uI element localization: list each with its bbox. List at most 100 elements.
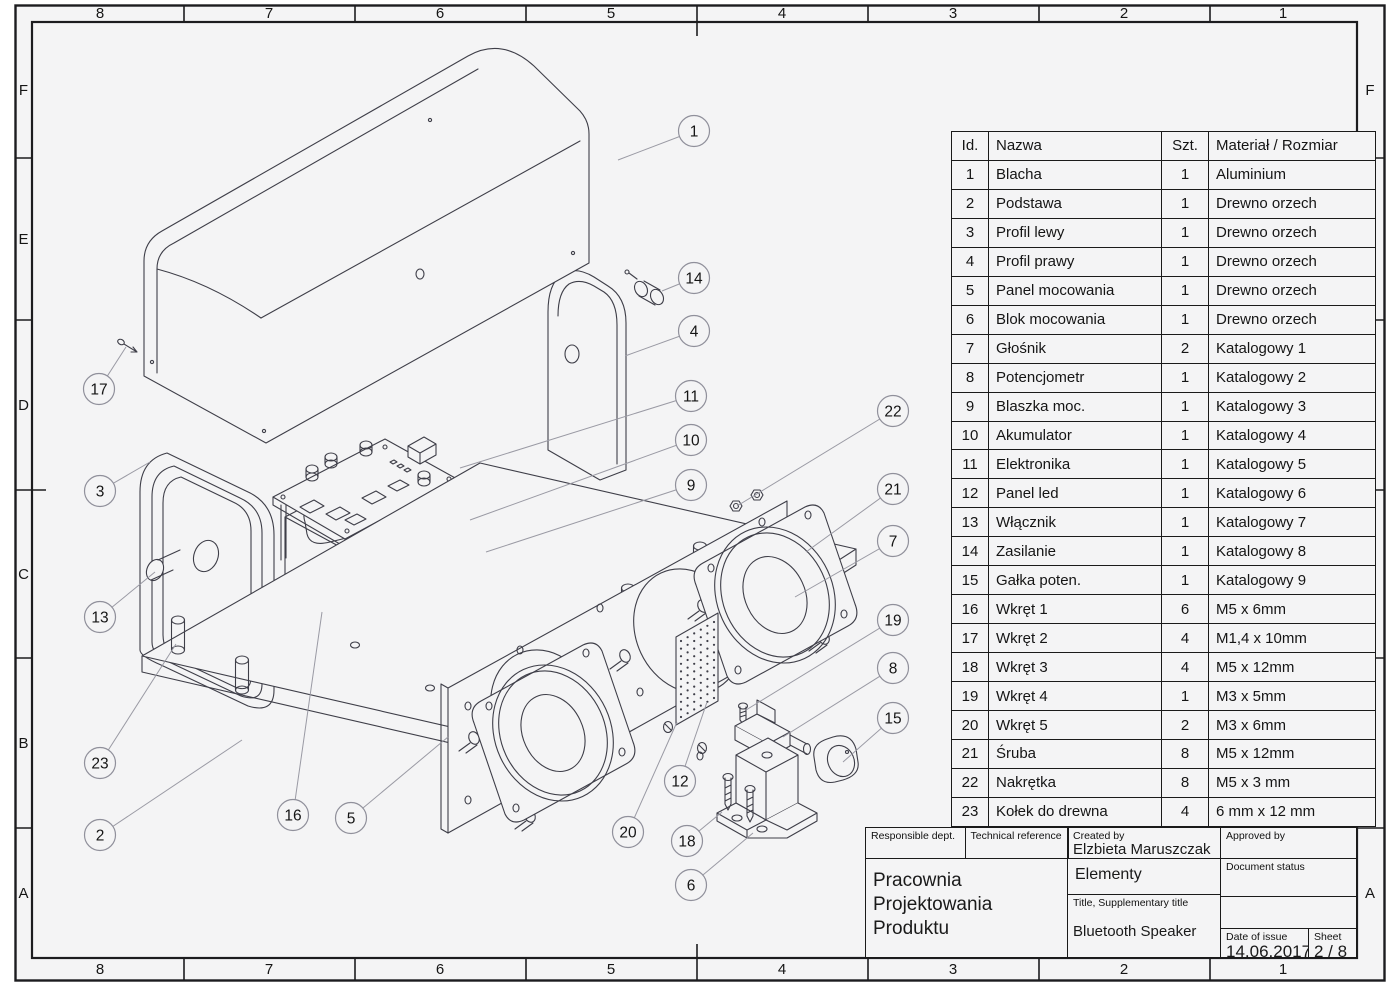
- table-cell: Wkręt 5: [988, 710, 1162, 741]
- table-cell: 4: [951, 246, 989, 277]
- table-cell: 13: [951, 507, 989, 538]
- table-cell: 23: [951, 796, 989, 828]
- leader-line: [745, 619, 894, 711]
- part-speaker-right: [693, 504, 858, 685]
- balloon-number: 8: [889, 661, 898, 678]
- table-cell: M5 x 6mm: [1208, 594, 1376, 625]
- table-cell: Drewno orzech: [1208, 217, 1376, 248]
- table-cell: Katalogowy 3: [1208, 391, 1376, 422]
- table-cell: 2: [1161, 710, 1209, 741]
- exploded-view: [117, 48, 859, 839]
- zone-column-label: 7: [265, 5, 273, 22]
- part-speaker-left: [471, 642, 636, 823]
- balloon-12: 12: [663, 764, 697, 798]
- balloon-4: 4: [677, 314, 711, 348]
- leader-line: [292, 611, 323, 816]
- leader-line: [469, 439, 692, 521]
- part-screw-17: [117, 338, 138, 353]
- date-of-issue-value: 14.06.2017: [1226, 942, 1309, 958]
- zone-column-label: 2: [1120, 961, 1128, 978]
- document-status-label: Document status: [1226, 860, 1305, 873]
- table-cell: 6 mm x 12 mm: [1208, 796, 1376, 828]
- title-label: Title, Supplementary title: [1073, 896, 1189, 909]
- balloon-number: 20: [619, 825, 637, 842]
- zone-row-label: E: [18, 231, 28, 248]
- table-cell: Wkręt 3: [988, 652, 1162, 683]
- table-cell: 1: [1161, 507, 1209, 538]
- table-cell: 14: [951, 536, 989, 567]
- balloon-10: 10: [674, 423, 708, 457]
- table-cell: Katalogowy 9: [1208, 565, 1376, 596]
- zone-column-label: 8: [96, 5, 104, 22]
- zone-column-label: 4: [778, 961, 786, 978]
- table-cell: 11: [951, 449, 989, 480]
- zone-row-label: A: [18, 885, 28, 902]
- table-cell: Elektronika: [988, 449, 1162, 480]
- table-cell: 1: [1161, 391, 1209, 422]
- table-cell: 1: [1161, 681, 1209, 712]
- table-cell: 1: [1161, 275, 1209, 306]
- table-cell: Włącznik: [988, 507, 1162, 538]
- leader-line: [782, 667, 894, 738]
- title-block: Responsible dept. Technical reference Cr…: [865, 827, 1357, 958]
- table-cell: 19: [951, 681, 989, 712]
- leader-line: [794, 540, 894, 598]
- date-of-issue-label: Date of issue: [1226, 931, 1288, 943]
- table-cell: 1: [1161, 478, 1209, 509]
- balloon-18: 18: [670, 824, 704, 858]
- approved-by-label: Approved by: [1226, 830, 1285, 842]
- created-by-label: Created by: [1073, 830, 1125, 842]
- balloon-2: 2: [83, 818, 117, 852]
- pcb-chips: [299, 479, 410, 526]
- balloon-9: 9: [674, 468, 708, 502]
- table-cell: 15: [951, 565, 989, 596]
- part-knob: [813, 735, 859, 784]
- part-led-panel: [675, 612, 719, 726]
- table-cell: 20: [951, 710, 989, 741]
- table-cell: Blaszka moc.: [988, 391, 1162, 422]
- leader-line: [350, 736, 449, 819]
- table-cell: 1: [951, 159, 989, 190]
- part-right-profile: [547, 270, 627, 481]
- table-cell: Panel mocowania: [988, 275, 1162, 306]
- balloon-number: 16: [284, 808, 301, 825]
- zone-column-label: 5: [607, 961, 615, 978]
- table-cell: Podstawa: [988, 188, 1162, 219]
- table-cell: Katalogowy 4: [1208, 420, 1376, 451]
- balloon-20: 20: [611, 815, 645, 849]
- table-cell: Zasilanie: [988, 536, 1162, 567]
- balloon-number: 22: [884, 404, 901, 421]
- table-cell: 1: [1161, 449, 1209, 480]
- document-name: Elementy: [1075, 865, 1142, 883]
- part-power-socket: [624, 269, 665, 306]
- balloon-number: 11: [683, 389, 699, 406]
- technical-reference-label: Technical reference: [970, 830, 1062, 842]
- table-cell: 1: [1161, 304, 1209, 335]
- balloon-number: 6: [687, 878, 696, 895]
- table-cell: 1: [1161, 565, 1209, 596]
- table-cell: Akumulator: [988, 420, 1162, 451]
- part-pcb: [272, 436, 458, 548]
- balloon-23: 23: [83, 746, 117, 780]
- table-cell: M5 x 12mm: [1208, 652, 1376, 683]
- zone-column-label: 3: [949, 961, 957, 978]
- table-cell: Blacha: [988, 159, 1162, 190]
- leader-line: [805, 488, 894, 553]
- table-cell: 17: [951, 623, 989, 654]
- leader-line: [459, 395, 692, 469]
- table-cell: 18: [951, 652, 989, 683]
- table-cell: Nakrętka: [988, 767, 1162, 798]
- table-cell: Wkręt 2: [988, 623, 1162, 654]
- header-cell: Szt.: [1161, 131, 1209, 161]
